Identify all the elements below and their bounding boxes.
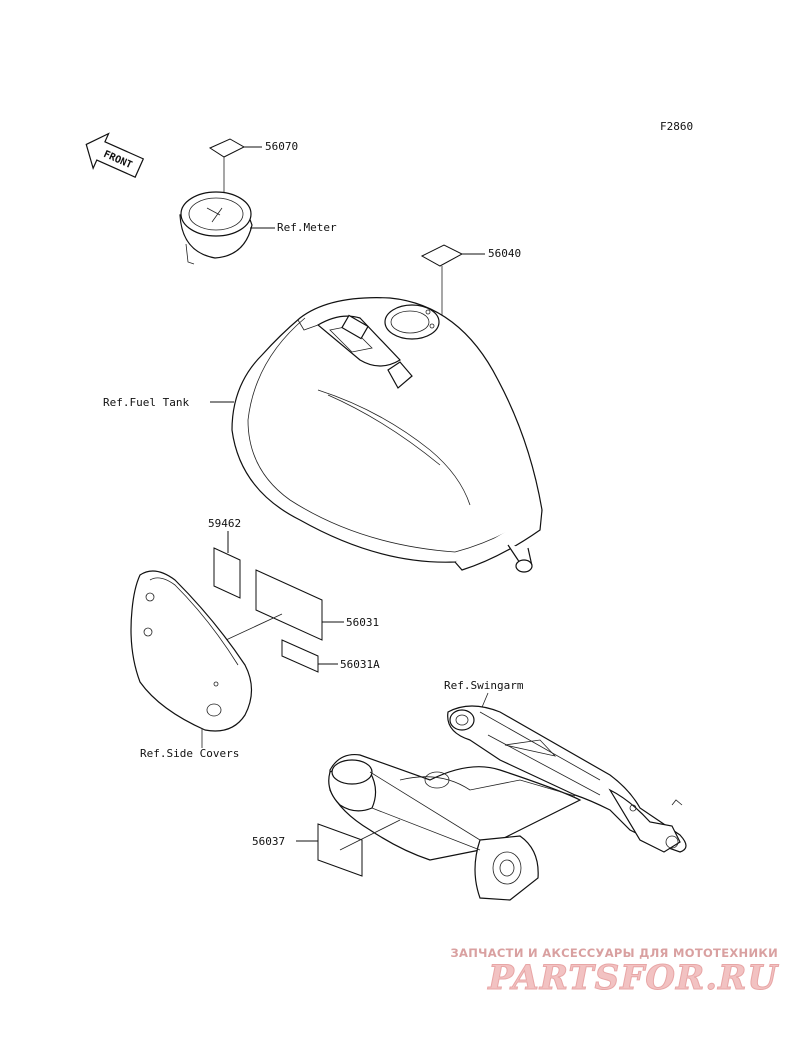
decal-56040: 56040 [420,244,521,352]
watermark-logo: PARTSFOR.RU [488,958,778,998]
ref-fuel-tank-label: Ref.Fuel Tank [103,396,189,409]
decal-56070: 56070 [208,138,298,158]
part-label-56070: 56070 [265,140,298,153]
swingarm-part: Ref.Swingarm [328,679,687,901]
fuel-tank-part: Ref.Fuel Tank [103,297,543,573]
decal-56031: 56031 [225,569,379,641]
side-cover-part: Ref.Side Covers [130,570,253,760]
ref-swingarm-label: Ref.Swingarm [444,679,524,692]
part-label-56031: 56031 [346,616,379,629]
meter-part: Ref.Meter [179,157,337,265]
decal-56037: 56037 [252,819,401,877]
watermark: ЗАПЧАСТИ И АКСЕССУАРЫ ДЛЯ МОТОТЕХНИКИ PA… [450,946,778,998]
front-arrow-icon: FRONT [85,132,145,178]
figure-code: F2860 [660,120,693,133]
part-label-56031a: 56031A [340,658,380,671]
ref-meter-label: Ref.Meter [277,221,337,234]
part-label-56037: 56037 [252,835,285,848]
part-label-59462: 59462 [208,517,241,530]
watermark-tagline: ЗАПЧАСТИ И АКСЕССУАРЫ ДЛЯ МОТОТЕХНИКИ [450,946,778,960]
part-label-56040: 56040 [488,247,521,260]
ref-side-covers-label: Ref.Side Covers [140,747,239,760]
decal-59462: 59462 [208,517,241,599]
decal-56031a: 56031A [281,639,380,673]
